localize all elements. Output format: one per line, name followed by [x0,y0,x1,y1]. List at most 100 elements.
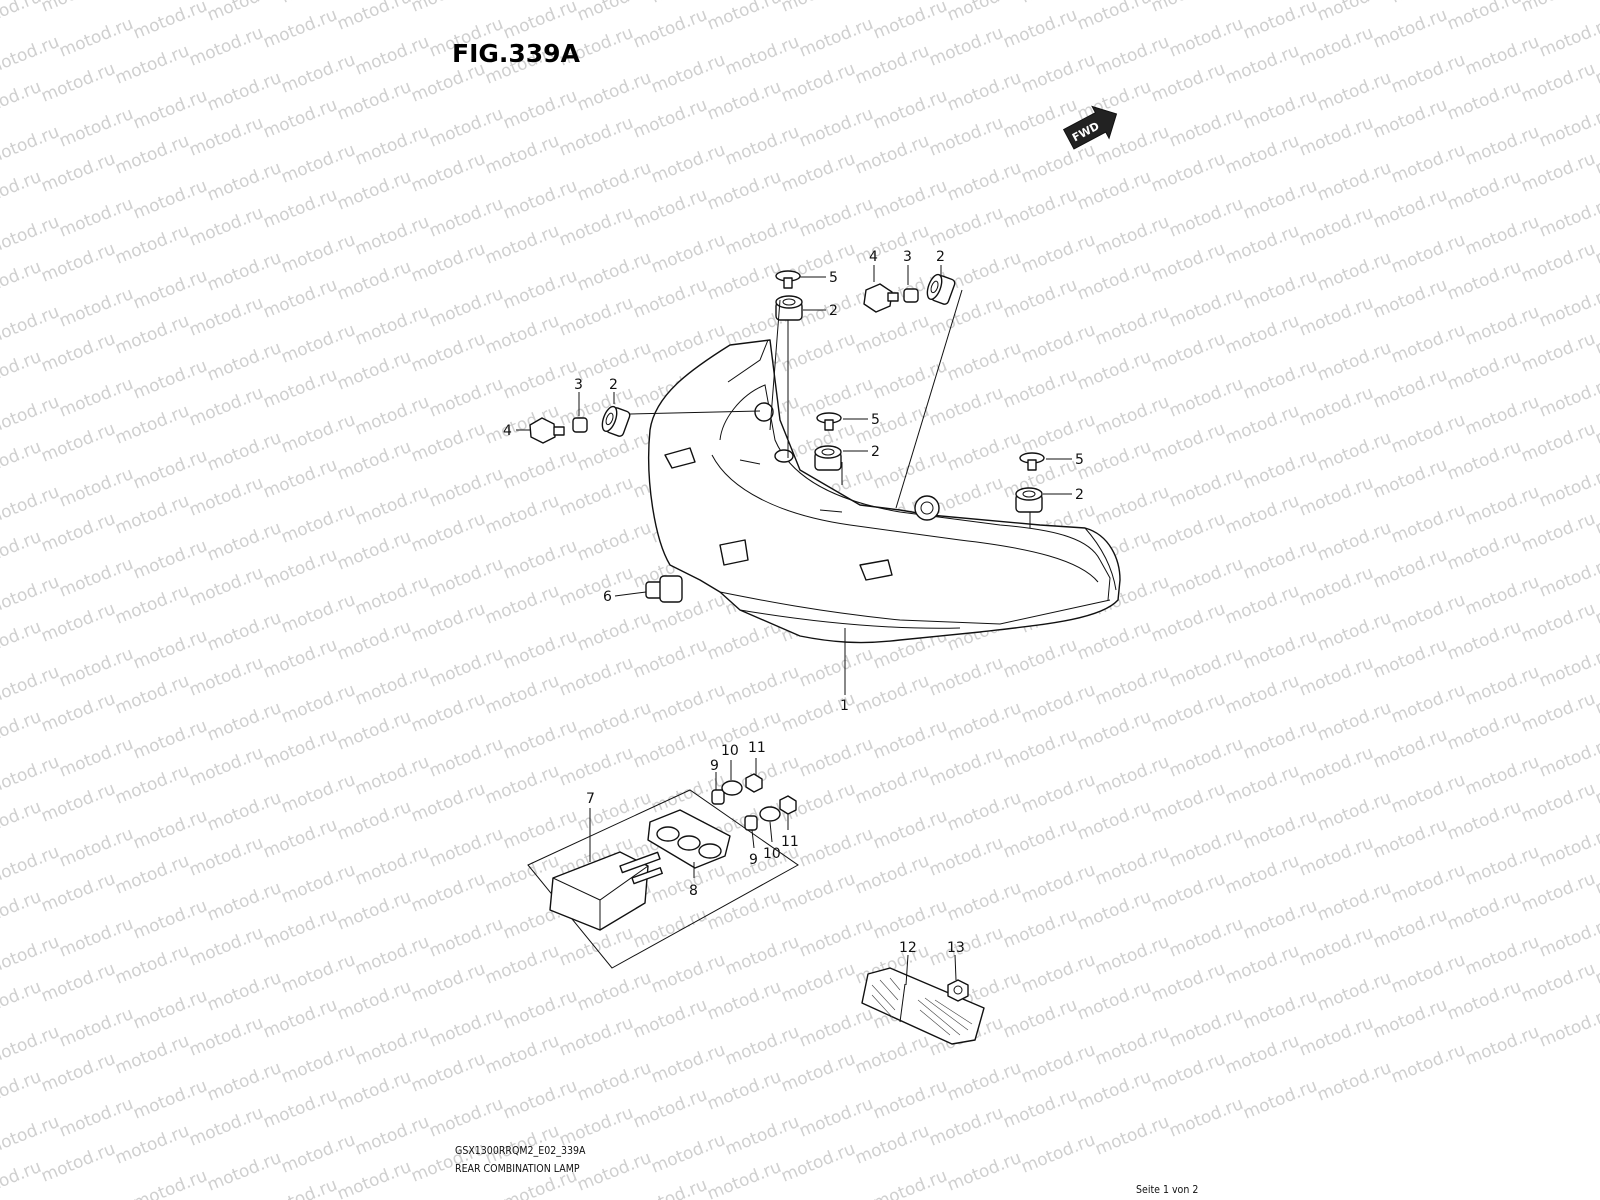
watermark-text: motod.ru [556,473,636,521]
watermark-text: motod.ru [1518,959,1598,1007]
watermark-text: motod.ru [1148,149,1228,197]
watermark-text: motod.ru [56,194,136,242]
watermark-text: motod.ru [1370,545,1450,593]
watermark-text: motod.ru [1092,842,1172,890]
watermark-text: motod.ru [352,662,432,710]
watermark-text: motod.ru [796,1094,876,1142]
watermark-text: motod.ru [278,860,358,908]
watermark-text: motod.ru [130,716,210,764]
watermark-text: motod.ru [1092,302,1172,350]
watermark-text: motod.ru [260,995,340,1043]
watermark-text: motod.ru [1166,644,1246,692]
watermark-text: motod.ru [1166,1004,1246,1052]
watermark-text: motod.ru [1240,986,1320,1034]
watermark-text: motod.ru [778,1049,858,1097]
watermark-text: motod.ru [500,356,580,404]
watermark-text: motod.ru [1444,797,1524,845]
watermark-text: motod.ru [408,509,488,557]
watermark-text: motod.ru [186,293,266,341]
watermark-text: motod.ru [426,104,506,152]
watermark-text: motod.ru [704,1067,784,1115]
watermark-text: motod.ru [56,914,136,962]
watermark-text: motod.ru [38,239,118,287]
watermark-text: motod.ru [704,0,784,35]
callout-10: 10 [721,743,739,759]
watermark-text: motod.ru [796,644,876,692]
watermark-text: motod.ru [1222,311,1302,359]
watermark-text: motod.ru [130,896,210,944]
watermark-text: motod.ru [186,923,266,971]
watermark-text: motod.ru [1018,770,1098,818]
watermark-text: motod.ru [1240,356,1320,404]
watermark-text: motod.ru [1222,851,1302,899]
watermark-text: motod.ru [56,1004,136,1052]
watermark-text: motod.ru [1314,968,1394,1016]
watermark-text: motod.ru [1536,1004,1600,1052]
watermark-text: motod.ru [186,743,266,791]
watermark-text: motod.ru [778,0,858,17]
watermark-text: motod.ru [796,824,876,872]
watermark-text: motod.ru [1000,815,1080,863]
watermark-text: motod.ru [1444,527,1524,575]
watermark-text: motod.ru [1444,347,1524,395]
watermark-text: motod.ru [944,878,1024,926]
watermark-text: motod.ru [1222,1031,1302,1079]
watermark-text: motod.ru [1592,131,1600,179]
watermark-text: motod.ru [1240,446,1320,494]
watermark-text: motod.ru [648,140,728,188]
nut-11-a [745,773,763,793]
watermark-text: motod.ru [482,221,562,269]
watermark-text: motod.ru [408,0,488,17]
watermark-text: motod.ru [130,1076,210,1124]
watermark-text: motod.ru [704,257,784,305]
watermark-text: motod.ru [38,509,118,557]
watermark-text: motod.ru [1296,113,1376,161]
watermark-text: motod.ru [574,1058,654,1106]
watermark-text: motod.ru [556,653,636,701]
watermark-text: motod.ru [1462,932,1542,980]
watermark-text: motod.ru [870,896,950,944]
watermark-text: motod.ru [130,1166,210,1200]
watermark-text: motod.ru [1018,680,1098,728]
watermark-text: motod.ru [1314,788,1394,836]
watermark-text: motod.ru [1148,0,1228,17]
watermark-text: motod.ru [278,680,358,728]
watermark-text: motod.ru [556,923,636,971]
watermark-text: motod.ru [1444,707,1524,755]
watermark-text: motod.ru [408,1049,488,1097]
watermark-text: motod.ru [778,959,858,1007]
watermark-text: motod.ru [1296,923,1376,971]
watermark-text: motod.ru [630,1085,710,1133]
watermark-text: motod.ru [574,1148,654,1196]
watermark-text: motod.ru [1074,257,1154,305]
watermark-text: motod.ru [186,1103,266,1151]
watermark-text: motod.ru [260,5,340,53]
watermark-text: motod.ru [260,725,340,773]
watermark-text: motod.ru [112,761,192,809]
callout-7: 7 [586,791,595,807]
watermark-text: motod.ru [204,968,284,1016]
watermark-text: motod.ru [556,1103,636,1151]
watermark-text: motod.ru [500,1076,580,1124]
watermark-text: motod.ru [130,86,210,134]
watermark-text: motod.ru [1148,419,1228,467]
watermark-text: motod.ru [426,644,506,692]
watermark-text: motod.ru [1018,1040,1098,1088]
watermark-text: motod.ru [574,968,654,1016]
nut-11-b [779,795,797,815]
watermark-text: motod.ru [1166,914,1246,962]
watermark-text: motod.ru [0,1157,44,1200]
watermark-text: motod.ru [1462,32,1542,80]
watermark-text: motod.ru [56,1094,136,1142]
watermark-text: motod.ru [1388,410,1468,458]
watermark-text: motod.ru [574,0,654,26]
lamp-lens-8 [647,809,731,869]
watermark-text: motod.ru [204,1058,284,1106]
watermark-text: motod.ru [0,347,44,395]
watermark-text: motod.ru [352,1022,432,1070]
watermark-text: motod.ru [870,86,950,134]
watermark-text: motod.ru [778,59,858,107]
bolt-4-a [863,283,899,313]
watermark-text: motod.ru [1000,725,1080,773]
